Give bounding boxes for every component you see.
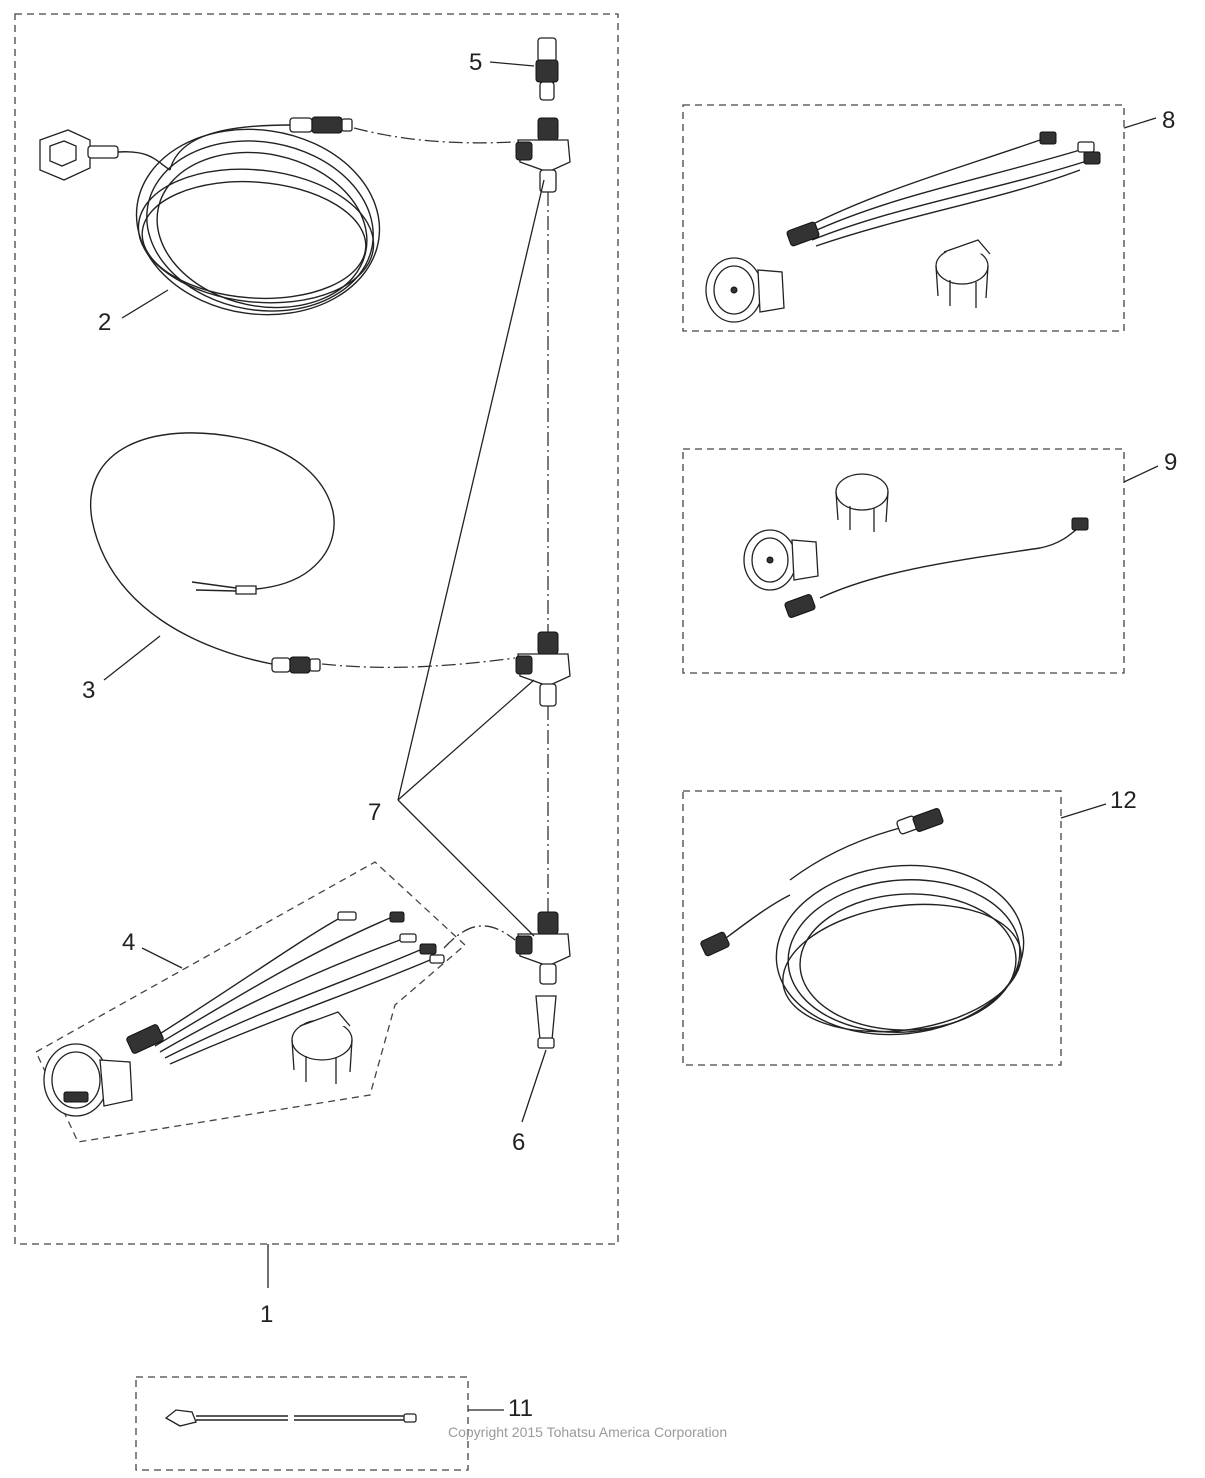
group-box-4	[35, 861, 466, 1143]
callout-4: 4	[122, 929, 135, 956]
callout-2: 2	[98, 309, 111, 336]
leader-6	[521, 1049, 547, 1123]
gauge-icon	[743, 529, 819, 591]
leaders-7	[397, 179, 545, 937]
link-4-to-tee	[443, 925, 516, 949]
bracket-icon	[835, 473, 889, 532]
callout-9: 9	[1164, 449, 1177, 476]
gauge-icon	[705, 131, 1101, 323]
sensor-icon	[164, 1409, 417, 1427]
t-connector-icon	[515, 117, 571, 985]
copyright-text: Copyright 2015 Tohatsu America Corporati…	[448, 1424, 727, 1440]
callout-12: 12	[1110, 787, 1137, 814]
link-3-to-tee	[321, 657, 516, 669]
gauge-icon	[43, 911, 445, 1117]
leader-8	[1123, 117, 1157, 129]
callout-1: 1	[260, 1301, 273, 1328]
leader-2	[121, 289, 169, 319]
group-box-9	[682, 448, 1125, 674]
bracket-icon	[935, 239, 991, 308]
leader-3	[103, 635, 161, 681]
leader-4	[141, 947, 183, 969]
coiled-cable-icon	[700, 808, 1025, 1036]
group-box-12	[682, 790, 1062, 1066]
sensor-icon	[89, 432, 335, 674]
callout-11: 11	[508, 1395, 533, 1422]
link-2-to-tee	[353, 127, 516, 144]
sensor-icon	[784, 517, 1089, 618]
terminator-icon	[535, 37, 559, 101]
callout-6: 6	[512, 1129, 525, 1156]
group-box-11	[135, 1376, 469, 1471]
callout-5: 5	[469, 49, 482, 76]
group-box-8	[682, 104, 1125, 332]
leader-12	[1060, 803, 1107, 819]
leader-5	[489, 61, 535, 67]
callout-3: 3	[82, 677, 95, 704]
terminator-icon	[535, 995, 557, 1049]
coiled-cable-icon	[39, 116, 381, 316]
callout-7: 7	[368, 799, 381, 826]
leader-9	[1123, 465, 1159, 483]
bracket-icon	[291, 1011, 353, 1084]
callout-8: 8	[1162, 107, 1175, 134]
group-box-1	[14, 13, 619, 1245]
